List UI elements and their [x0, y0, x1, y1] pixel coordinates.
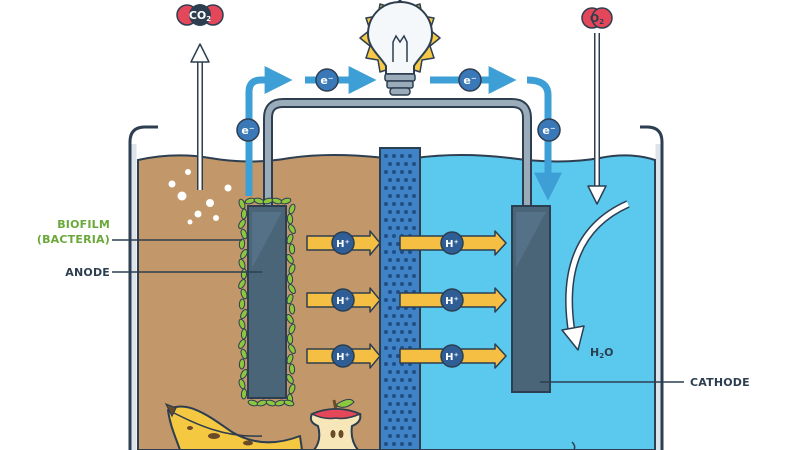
svg-text:e⁻: e⁻: [542, 124, 555, 137]
proton-particle: H⁺: [440, 288, 464, 312]
svg-text:e⁻: e⁻: [241, 124, 254, 137]
banana-peel-icon: [164, 402, 303, 450]
svg-text:H⁺: H⁺: [445, 296, 459, 307]
svg-text:e⁻: e⁻: [463, 74, 476, 87]
co2-molecule-icon: CO2: [176, 4, 224, 26]
light-bulb-icon: [359, 0, 441, 96]
co2-bubbles: [168, 169, 232, 225]
electron-particle: e⁻: [537, 118, 561, 142]
biofilm-label-line1: BIOFILM: [57, 218, 110, 231]
water-label: H2O: [590, 346, 613, 360]
container-outline: [128, 125, 158, 450]
proton-particle: H⁺: [331, 344, 355, 368]
proton-particle: H⁺: [440, 231, 464, 255]
anode-label: ANODE: [65, 266, 110, 279]
biofilm-label: BIOFILM (BACTERIA): [34, 217, 110, 247]
proton-particle: H⁺: [440, 344, 464, 368]
electron-particle: e⁻: [315, 68, 339, 92]
svg-text:e⁻: e⁻: [320, 74, 333, 87]
biofilm-label-line2: (BACTERIA): [36, 233, 110, 246]
svg-text:H⁺: H⁺: [336, 296, 350, 307]
electron-particle: e⁻: [236, 118, 260, 142]
proton-particle: H⁺: [331, 231, 355, 255]
proton-particle: H⁺: [331, 288, 355, 312]
svg-text:H⁺: H⁺: [445, 352, 459, 363]
svg-text:H⁺: H⁺: [336, 239, 350, 250]
svg-text:H⁺: H⁺: [445, 239, 459, 250]
electron-flow-arrows: [245, 66, 562, 201]
cathode-label: CATHODE: [690, 376, 750, 389]
o2-text: O2: [590, 12, 604, 26]
proton-particles: H⁺ H⁺ H⁺ H⁺ H⁺ H⁺: [331, 231, 464, 368]
electron-particles: e⁻ e⁻ e⁻ e⁻: [236, 68, 561, 142]
biofilm-bacteria: [238, 197, 296, 407]
o2-molecule-icon: O2: [581, 7, 613, 29]
co2-text: CO2: [189, 9, 211, 23]
apple-core-icon: [309, 398, 362, 450]
electron-particle: e⁻: [458, 68, 482, 92]
container-outline-right: [640, 125, 664, 450]
svg-text:H⁺: H⁺: [336, 352, 350, 363]
reduction-curved-arrow: [561, 200, 630, 351]
